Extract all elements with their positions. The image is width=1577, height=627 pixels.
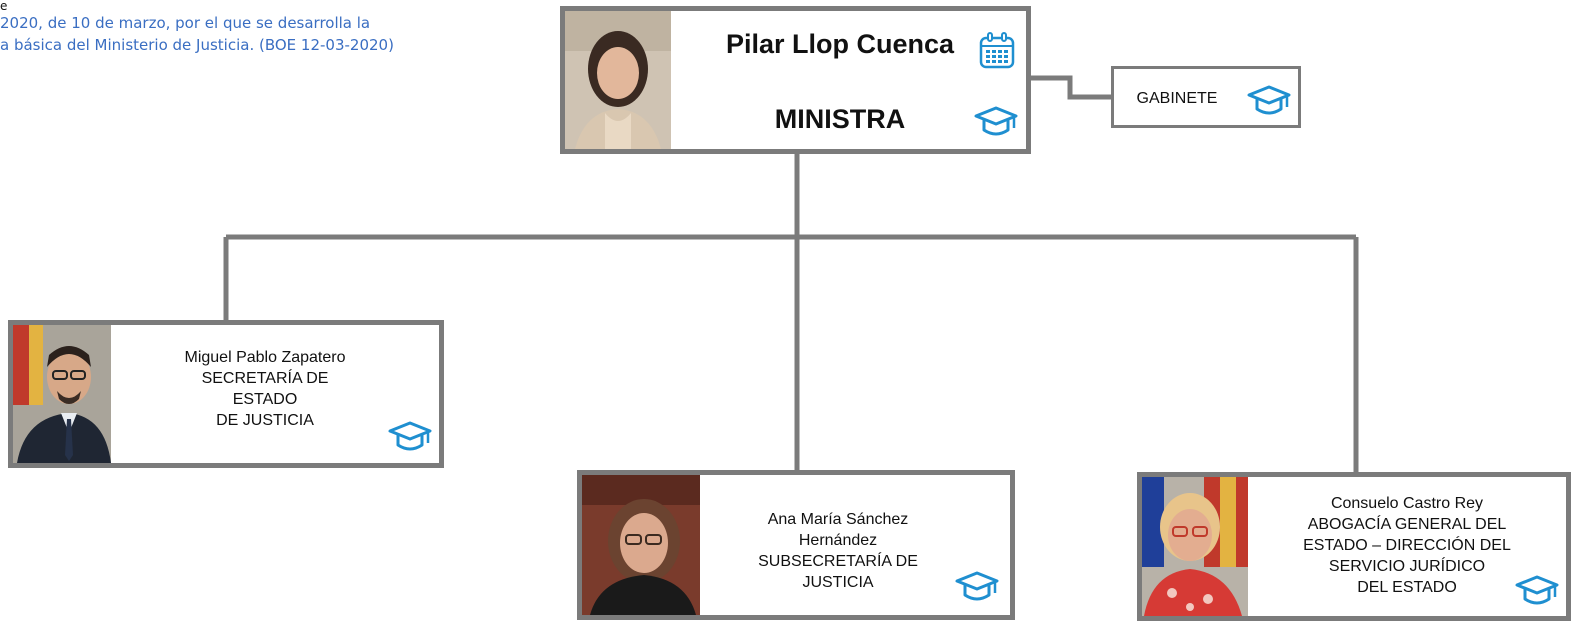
abogacia-card[interactable]: Consuelo Castro Rey ABOGACÍA GENERAL DEL… — [1137, 472, 1571, 621]
legal-line-2: a básica del Ministerio de Justicia. (BO… — [0, 36, 394, 54]
graduation-cap-icon[interactable] — [954, 569, 1000, 610]
minister-role: MINISTRA — [774, 104, 906, 134]
abogacia-photo — [1142, 477, 1248, 616]
gabinete-label: GABINETE — [1136, 90, 1218, 107]
abogacia-name: Consuelo Castro Rey — [1330, 495, 1484, 512]
subsecretaria-text: Ana María Sánchez Hernández SUBSECRETARÍ… — [728, 509, 948, 593]
abogacia-role-4: DEL ESTADO — [1357, 579, 1457, 596]
graduation-cap-icon[interactable] — [1246, 83, 1292, 124]
minister-photo — [565, 11, 671, 149]
subsecretaria-role-2: JUSTICIA — [802, 574, 874, 591]
legal-line-0: e — [0, 0, 8, 13]
minister-name: Pilar Llop Cuenca — [725, 29, 955, 59]
subsecretaria-photo — [582, 475, 700, 615]
subsecretaria-card[interactable]: Ana María Sánchez Hernández SUBSECRETARÍ… — [577, 470, 1015, 620]
gabinete-card[interactable]: GABINETE — [1111, 66, 1301, 128]
abogacia-role-3: SERVICIO JURÍDICO — [1328, 558, 1486, 575]
subsecretaria-role-1: SUBSECRETARÍA DE — [758, 553, 918, 570]
abogacia-role-2: ESTADO – DIRECCIÓN DEL — [1303, 537, 1511, 554]
secretaria-text: Miguel Pablo Zapatero SECRETARÍA DE ESTA… — [155, 347, 375, 431]
secretaria-role-2: ESTADO — [232, 391, 298, 408]
calendar-icon[interactable] — [977, 31, 1017, 76]
secretaria-role-3: DE JUSTICIA — [216, 412, 314, 429]
minister-card[interactable]: Pilar Llop Cuenca MINISTRA — [560, 6, 1031, 154]
abogacia-text: Consuelo Castro Rey ABOGACÍA GENERAL DEL… — [1282, 493, 1532, 598]
connector-minister-gabinete — [1030, 75, 1113, 100]
subsecretaria-name-2: Hernández — [798, 532, 878, 549]
secretaria-role-1: SECRETARÍA DE — [201, 370, 329, 387]
abogacia-role-1: ABOGACÍA GENERAL DEL — [1307, 516, 1507, 533]
secretaria-photo — [13, 325, 111, 463]
graduation-cap-icon[interactable] — [973, 104, 1019, 145]
secretaria-estado-card[interactable]: Miguel Pablo Zapatero SECRETARÍA DE ESTA… — [8, 320, 444, 468]
graduation-cap-icon[interactable] — [1514, 573, 1560, 614]
secretaria-name: Miguel Pablo Zapatero — [184, 349, 346, 366]
legal-line-1: 2020, de 10 de marzo, por el que se desa… — [0, 14, 371, 32]
graduation-cap-icon[interactable] — [387, 419, 433, 460]
subsecretaria-name-1: Ana María Sánchez — [767, 511, 909, 528]
legal-reference-text: e 2020, de 10 de marzo, por el que se de… — [0, 0, 470, 56]
